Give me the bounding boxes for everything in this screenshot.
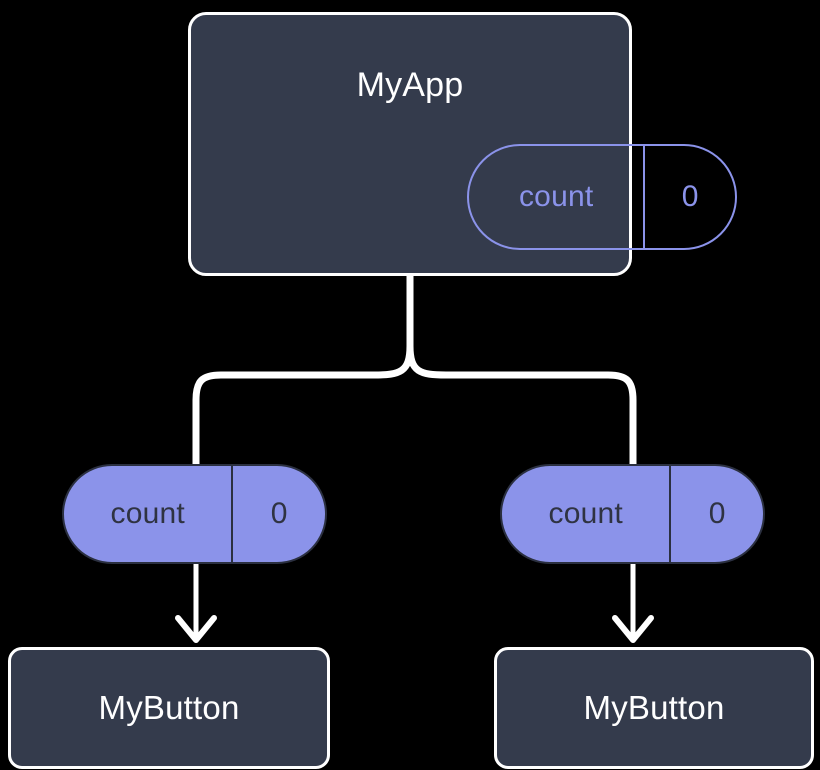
state-pill-child-right[interactable]: count 0 [500, 464, 765, 564]
component-title-myapp: MyApp [356, 66, 464, 104]
state-value-label: 0 [681, 180, 699, 213]
state-value-label: 0 [708, 497, 726, 530]
component-node-mybutton-right[interactable]: MyButton [494, 647, 814, 769]
component-node-mybutton-left[interactable]: MyButton [8, 647, 330, 769]
fork-connector-left-branch [192, 342, 414, 468]
state-key-label: count [469, 146, 646, 248]
arrow-down-icon-right-head [612, 615, 654, 643]
component-title-mybutton: MyButton [98, 689, 240, 726]
arrow-left-group [175, 564, 217, 643]
state-value-label: 0 [270, 497, 288, 530]
state-pill-root[interactable]: count 0 [467, 144, 737, 250]
fork-connector-right-branch [406, 342, 637, 468]
state-key-label: count [502, 466, 672, 562]
state-key-label: count [64, 466, 234, 562]
component-title-mybutton: MyButton [583, 689, 725, 726]
state-pill-child-left[interactable]: count 0 [62, 464, 327, 564]
component-node-myapp[interactable]: MyApp count 0 [188, 12, 737, 276]
arrow-down-icon-left-head [175, 615, 217, 643]
arrow-right-group [612, 564, 654, 643]
